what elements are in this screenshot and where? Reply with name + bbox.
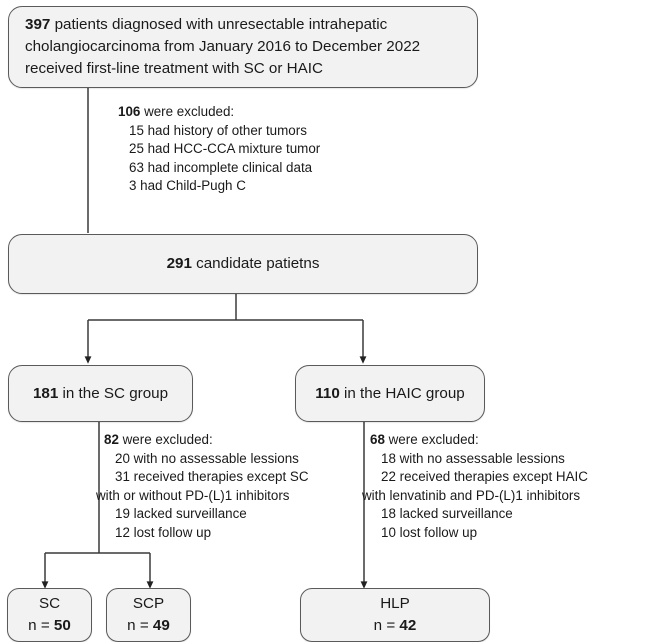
node-hlp-final-title: HLP: [380, 595, 410, 613]
node-scp-final-n: n = 49: [117, 615, 180, 637]
exclusion-haic-item: 22 received therapies except HAIC: [381, 469, 588, 485]
exclusion-top-count: 106: [118, 104, 141, 119]
node-sc-final-n-label: n =: [28, 617, 54, 634]
node-hlp-final-text: HLP n = 42: [301, 593, 489, 636]
node-sc-group-body: in the SC group: [58, 384, 169, 402]
exclusion-sc-item: 20 with no assessable lessions: [115, 450, 299, 466]
node-candidate-count: 291: [166, 255, 192, 273]
node-hlp-final[interactable]: HLP n = 42: [300, 588, 490, 642]
exclusion-top-item: 15 had history of other tumors: [129, 122, 307, 138]
node-hlp-final-n: n = 42: [311, 615, 479, 637]
node-hlp-final-n-label: n =: [373, 617, 400, 634]
node-sc-group-count: 181: [32, 384, 59, 402]
node-scp-final[interactable]: SCP n = 49: [106, 588, 191, 642]
exclusion-sc-item: with or without PD-(L)1 inhibitors: [96, 487, 290, 503]
exclusion-haic-item: 10 lost follow up: [381, 524, 478, 540]
exclusion-top-item: 3 had Child-Pugh C: [129, 178, 246, 194]
node-enrollment-text: 397 patients diagnosed with unresectable…: [9, 14, 477, 79]
node-sc-final-n-value: 50: [53, 617, 71, 634]
node-sc-group[interactable]: 181 in the SC group: [8, 365, 193, 422]
exclusion-top-header-text: were excluded:: [140, 104, 235, 119]
exclusion-sc-header-text: were excluded:: [118, 432, 213, 447]
node-haic-group-text: 110 in the HAIC group: [296, 383, 484, 405]
exclusion-block-haic: 68 were excluded: 18 with no assessable …: [362, 431, 588, 542]
exclusion-sc-item: 19 lacked surveillance: [115, 506, 247, 522]
exclusion-haic-header: 68 were excluded:: [370, 431, 588, 450]
exclusion-haic-count: 68: [370, 432, 385, 447]
node-sc-final-n: n = 50: [18, 615, 81, 637]
exclusion-haic-item: 18 lacked surveillance: [381, 506, 513, 522]
exclusion-sc-item: 31 received therapies except SC: [115, 469, 309, 485]
node-scp-final-n-label: n =: [127, 617, 153, 634]
exclusion-sc-header: 82 were excluded:: [104, 431, 309, 450]
exclusion-haic-item: 18 with no assessable lessions: [381, 450, 565, 466]
exclusion-haic-item: with lenvatinib and PD-(L)1 inhibitors: [362, 487, 581, 503]
exclusion-haic-header-text: were excluded:: [384, 432, 479, 447]
node-enrollment[interactable]: 397 patients diagnosed with unresectable…: [8, 6, 478, 88]
exclusion-top-header: 106 were excluded:: [118, 103, 320, 122]
node-hlp-final-n-value: 42: [399, 617, 417, 634]
node-sc-final-title: SC: [38, 595, 61, 613]
node-scp-final-text: SCP n = 49: [107, 593, 190, 636]
node-haic-group-count: 110: [315, 384, 340, 402]
node-haic-group-body: in the HAIC group: [339, 384, 465, 402]
exclusion-top-item: 25 had HCC-CCA mixture tumor: [129, 141, 321, 157]
node-candidate-text: 291 candidate patietns: [9, 253, 477, 275]
node-candidate[interactable]: 291 candidate patietns: [8, 234, 478, 294]
node-enrollment-body: patients diagnosed with unresectable int…: [25, 16, 421, 77]
node-sc-group-text: 181 in the SC group: [9, 383, 192, 405]
node-haic-group[interactable]: 110 in the HAIC group: [295, 365, 485, 422]
exclusion-block-sc: 82 were excluded: 20 with no assessable …: [96, 431, 309, 542]
node-sc-final[interactable]: SC n = 50: [7, 588, 92, 642]
node-sc-final-text: SC n = 50: [8, 593, 91, 636]
exclusion-sc-item: 12 lost follow up: [115, 524, 212, 540]
exclusion-block-top: 106 were excluded: 15 had history of oth…: [118, 103, 320, 196]
node-enrollment-count: 397: [25, 16, 51, 34]
node-candidate-body: candidate patietns: [191, 255, 320, 273]
exclusion-top-item: 63 had incomplete clinical data: [129, 159, 313, 175]
node-scp-final-n-value: 49: [152, 617, 170, 634]
node-scp-final-title: SCP: [132, 595, 165, 613]
exclusion-sc-count: 82: [104, 432, 119, 447]
